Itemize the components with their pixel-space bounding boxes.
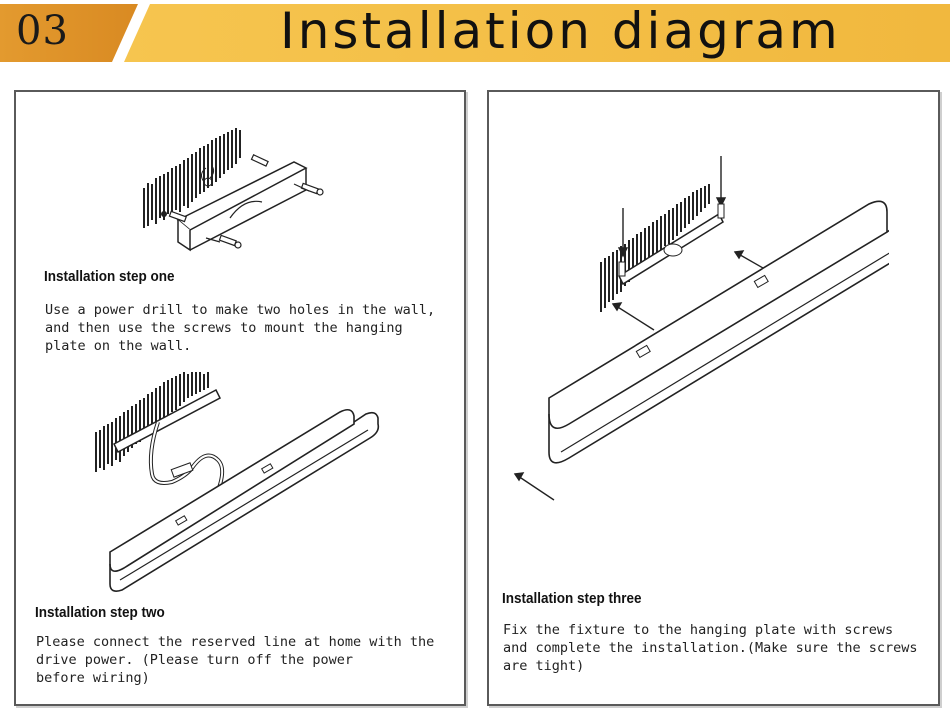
- step-one-title: Installation step one: [44, 268, 175, 285]
- screw-icons: [168, 154, 324, 249]
- step-three-text: Fix the fixture to the hanging plate wit…: [503, 622, 918, 674]
- step-two-text: Please connect the reserved line at home…: [36, 634, 435, 686]
- step-one-text: Use a power drill to make two holes in t…: [45, 302, 436, 354]
- page-title: Installation diagram: [280, 2, 841, 60]
- step-three-illustration: [513, 156, 889, 501]
- header-banner: 03 Installation diagram: [0, 0, 950, 64]
- section-number: 03: [16, 8, 69, 54]
- panel-step-three: Installation step three Fix the fixture …: [487, 90, 940, 706]
- step-two-illustration: [95, 372, 380, 592]
- wall-hatching: [600, 184, 710, 312]
- wall-hatching: [95, 372, 209, 472]
- panel-steps-one-two: Installation step one Use a power drill …: [14, 90, 466, 706]
- step-three-title: Installation step three: [502, 590, 642, 607]
- wall-hatching: [143, 128, 241, 228]
- banner-background: [0, 4, 950, 62]
- step-one-illustration: [143, 128, 324, 252]
- arrow-icons: [513, 156, 778, 501]
- step-two-title: Installation step two: [35, 604, 165, 621]
